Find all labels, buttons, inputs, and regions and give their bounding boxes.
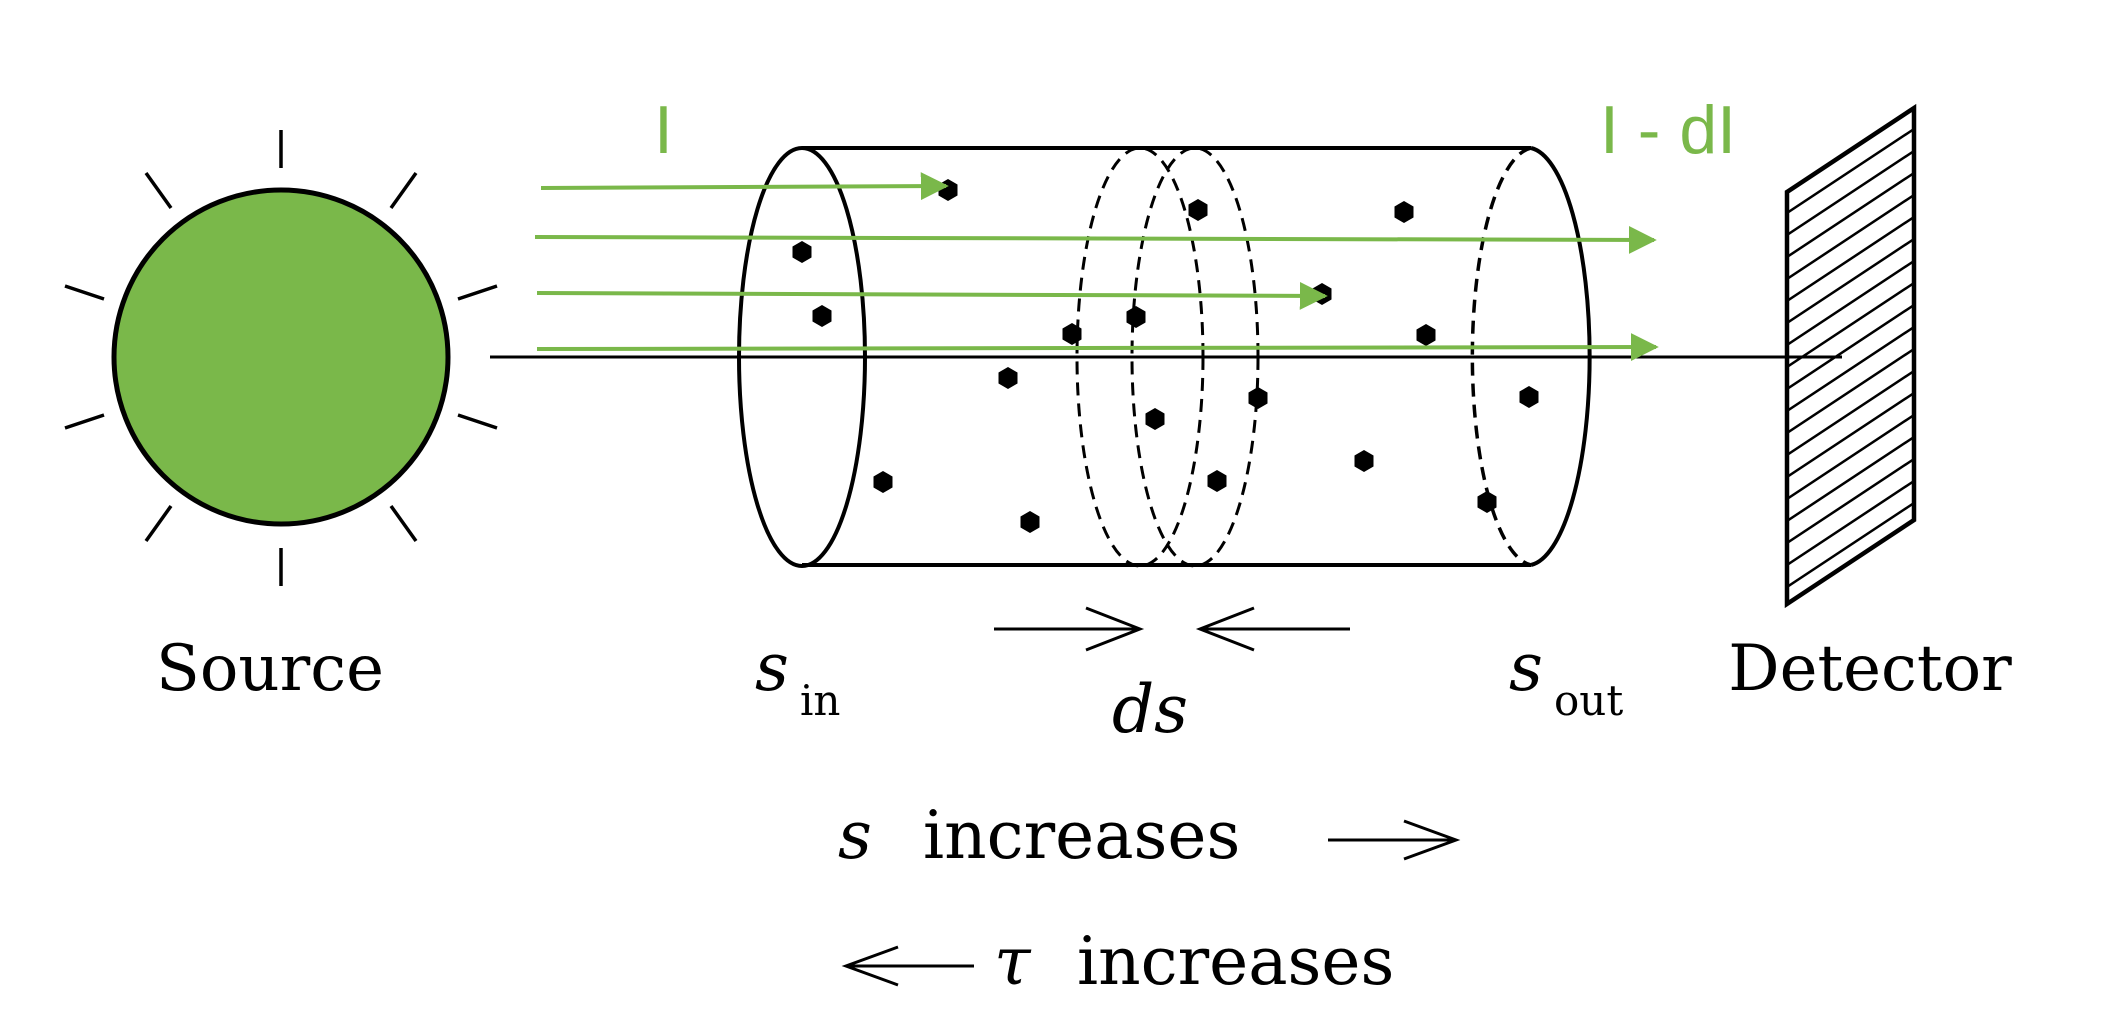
hatch-line (1787, 303, 1914, 391)
hatch-line (1787, 108, 1914, 127)
hatch-line (1787, 108, 1914, 149)
hatch-line (1787, 369, 1914, 457)
hexagon-particle-icon (1207, 470, 1227, 492)
hexagon-particle-icon (792, 241, 812, 263)
hatch-line (1787, 215, 1914, 303)
slab-ellipse-left (1075, 146, 1205, 568)
hexagon-particle-icon (1188, 199, 1208, 221)
hexagon-particle-icon (873, 471, 893, 493)
hatch-line (1787, 457, 1914, 545)
s-increases-label: s increases (838, 797, 1240, 874)
s-out-label: s out (1509, 629, 1623, 725)
detector-label: Detector (1728, 632, 2012, 706)
hatch-line (1787, 259, 1914, 347)
hatch-line (1787, 435, 1914, 523)
hatch-line (1787, 501, 1914, 589)
ray-1 (540, 172, 949, 201)
s-increases-symbol: s (838, 797, 872, 874)
tau-symbol: τ (994, 923, 1032, 1000)
hexagon-particle-icon (1020, 511, 1040, 533)
sun-icon (64, 130, 498, 586)
source-disk (111, 187, 451, 527)
hexagon-particle-icon (1145, 408, 1165, 430)
hexagon-particle-icon (812, 305, 832, 327)
intensity-in-label: I (654, 92, 673, 168)
hexagon-particle-icon (938, 179, 958, 201)
intensity-rays (534, 172, 1659, 362)
entry-face (737, 146, 867, 568)
hexagon-particle-icon (1062, 323, 1082, 345)
tau-increases-label: τ increases (994, 923, 1394, 1000)
hatch-line (1787, 237, 1914, 325)
ray-4 (536, 333, 1659, 362)
source-label: Source (156, 632, 384, 706)
hatch-line (1787, 108, 1914, 171)
hatch-line (1787, 347, 1914, 435)
hexagon-particle-icon (998, 367, 1018, 389)
hatch-line (1787, 523, 1914, 604)
exit-face-back (1470, 146, 1532, 567)
s-in-subscript: in (800, 676, 840, 725)
direction-arrows (841, 819, 1461, 987)
s-out-subscript: out (1554, 676, 1623, 725)
ds-brackets (994, 606, 1350, 652)
hatch-line (1787, 171, 1914, 259)
tau-increases-text: increases (1077, 923, 1394, 1000)
intensity-out-label: I - dI (1600, 92, 1736, 168)
hexagon-particle-icon (1519, 386, 1539, 408)
ray-2 (534, 225, 1657, 254)
hexagon-particle-icon (1416, 324, 1436, 346)
hatch-line (1787, 281, 1914, 369)
hexagon-particle-icon (1477, 491, 1497, 513)
hatched-plate-icon (1784, 103, 1917, 609)
ds-label: ds (1112, 671, 1188, 748)
hatch-line (1787, 413, 1914, 501)
hatch-line (1787, 391, 1914, 479)
hatch-line (1787, 149, 1914, 237)
hexagon-particle-icon (1248, 387, 1268, 409)
s-out-symbol: s (1509, 629, 1543, 706)
slab-ellipse-right (1130, 146, 1260, 568)
hexagon-particle-icon (1126, 306, 1146, 328)
sun-rays (64, 130, 498, 586)
s-increases-text: increases (923, 797, 1240, 874)
s-in-label: s in (755, 629, 840, 725)
hexagon-particle-icon (1394, 201, 1414, 223)
hatch-line (1787, 193, 1914, 281)
hatch-line (1787, 127, 1914, 215)
s-in-symbol: s (755, 629, 789, 706)
hatch-line (1787, 325, 1914, 413)
exit-face-front (1530, 146, 1592, 567)
hexagon-particle-icon (1354, 450, 1374, 472)
ray-3 (536, 281, 1328, 310)
hatch-line (1787, 479, 1914, 567)
absorbing-medium-cylinder (737, 146, 1592, 568)
